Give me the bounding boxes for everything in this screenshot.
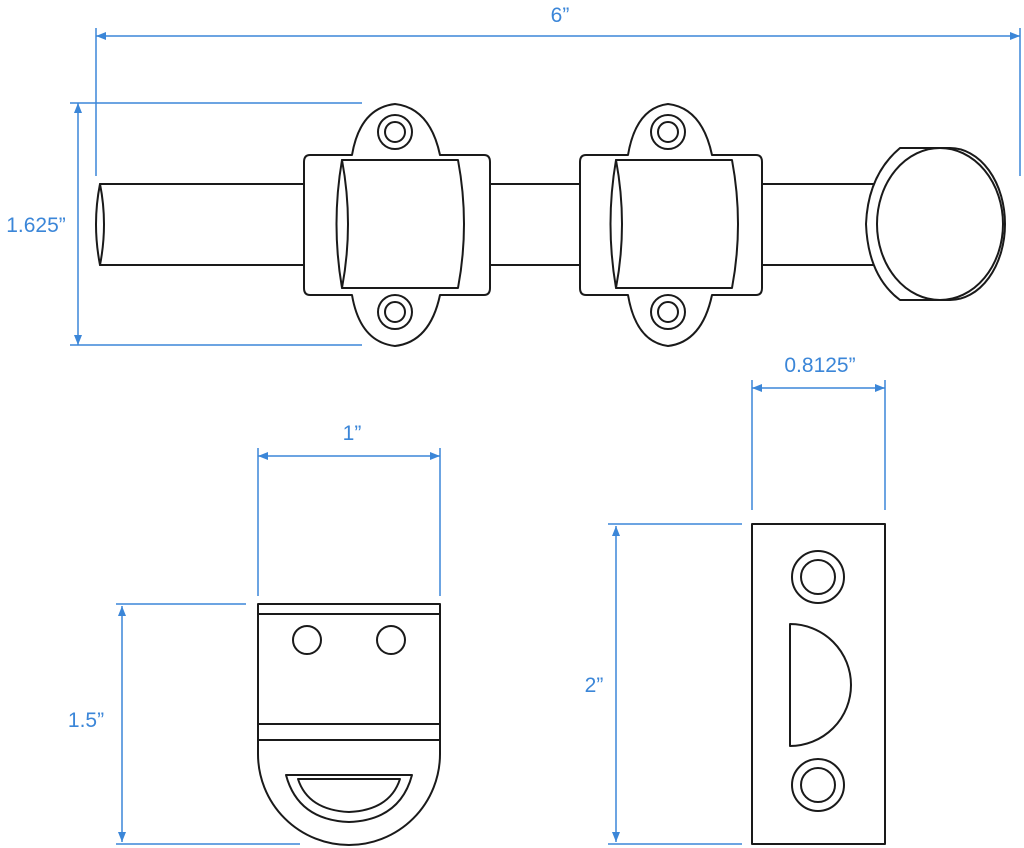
strike-plate [751, 523, 886, 845]
strike-screw-hole-inner [800, 559, 836, 595]
screw-hole-inner [384, 121, 406, 143]
screw-hole-inner [384, 301, 406, 323]
dimension-bolt-length: 6” [95, 4, 1021, 176]
barrel-bolt [95, 103, 1006, 347]
strike-screw-hole-inner [800, 767, 836, 803]
screw-hole-inner [657, 121, 679, 143]
dimension-strike-height: 2” [585, 523, 742, 845]
dimension-bolt-height: 1.625” [6, 102, 362, 346]
keeper-screw-hole [376, 625, 406, 655]
screw-hole-inner [657, 301, 679, 323]
keeper-slot [285, 774, 413, 823]
dimension-keeper-height: 1.5” [68, 603, 300, 845]
guide-clip [341, 159, 465, 289]
dimension-label-keeper-height: 1.5” [68, 709, 104, 732]
dimension-strike-width: 0.8125” [751, 354, 886, 510]
dimension-label-bolt-height: 1.625” [6, 214, 66, 237]
bolt-guide-right [579, 103, 763, 347]
keeper [257, 603, 441, 846]
strike-bolt-opening [789, 623, 852, 747]
guide-clip [615, 159, 739, 289]
bolt-rod-end [99, 183, 105, 266]
dimension-label-bolt-length: 6” [551, 4, 570, 27]
dimension-label-keeper-width: 1” [343, 422, 362, 445]
bolt-knob-face [876, 147, 1004, 301]
dimension-keeper-width: 1” [257, 422, 441, 596]
dimension-label-strike-width: 0.8125” [784, 354, 855, 377]
keeper-screw-hole [292, 625, 322, 655]
dimension-label-strike-height: 2” [585, 674, 604, 697]
bolt-guide-left [303, 103, 491, 347]
